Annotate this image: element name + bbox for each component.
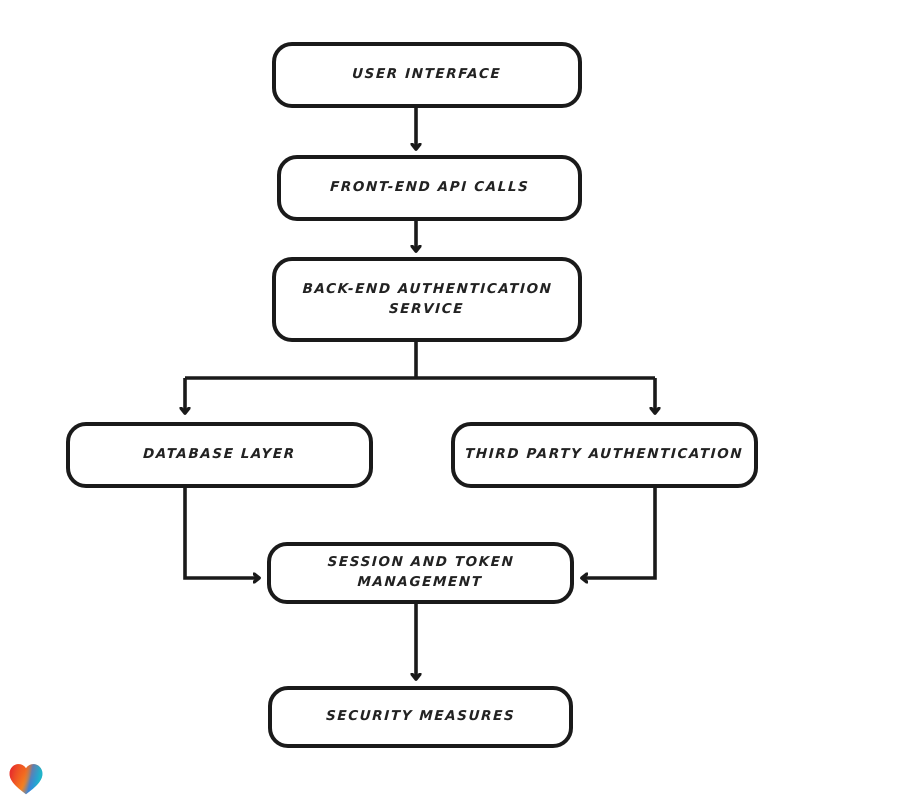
node-third-party-authentication[interactable]: THIRD PARTY AUTHENTICATION [451, 422, 758, 488]
edge-database-layer-to-session-token [183, 488, 258, 578]
node-database-layer[interactable]: DATABASE LAYER [66, 422, 373, 488]
node-third-party-authentication-label: THIRD PARTY AUTHENTICATION [465, 446, 745, 463]
node-security-measures[interactable]: SECURITY MEASURES [268, 686, 573, 748]
node-database-layer-label: DATABASE LAYER [142, 446, 297, 463]
heart-shape [9, 764, 43, 795]
node-frontend-api-calls[interactable]: FRONT-END API CALLS [277, 155, 582, 221]
node-user-interface[interactable]: USER INTERFACE [272, 42, 582, 108]
node-session-and-token-management-label: SESSION AND TOKEN MANAGEMENT [327, 554, 515, 590]
node-user-interface-label: USER INTERFACE [352, 66, 503, 83]
node-backend-authentication-service-label: BACK-END AUTHENTICATION SERVICE [302, 280, 553, 317]
heart-logo [9, 764, 43, 795]
node-backend-authentication-service[interactable]: BACK-END AUTHENTICATION SERVICE [272, 257, 582, 342]
node-frontend-api-calls-label: FRONT-END API CALLS [329, 179, 530, 196]
node-security-measures-label: SECURITY MEASURES [325, 708, 516, 725]
node-session-and-token-management[interactable]: SESSION AND TOKEN MANAGEMENT [267, 542, 574, 604]
edge-third-party-auth-to-session-token [583, 488, 657, 578]
